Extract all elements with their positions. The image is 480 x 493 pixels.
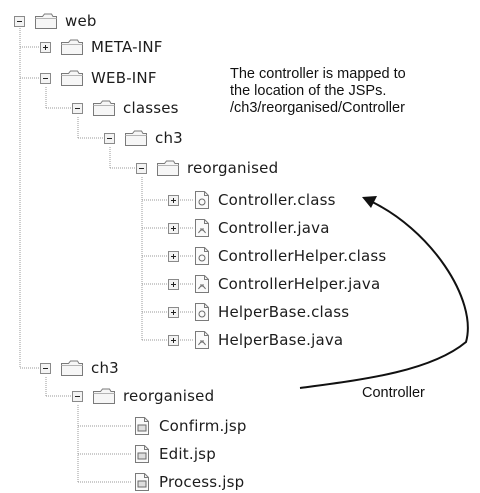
- tree-node-web-inf[interactable]: WEB-INF: [40, 67, 157, 89]
- expand-toggle[interactable]: [168, 334, 179, 346]
- tree-node-label: HelperBase.java: [218, 331, 344, 349]
- tree-node-label: Confirm.jsp: [159, 417, 247, 435]
- expand-toggle[interactable]: [168, 194, 179, 206]
- expand-toggle[interactable]: [168, 306, 179, 318]
- tree-node-web[interactable]: web: [14, 10, 97, 32]
- folder-icon: [60, 359, 84, 377]
- annotation-note: The controller is mapped to the location…: [230, 66, 406, 117]
- annotation-line: The controller is mapped to: [230, 66, 406, 82]
- expand-toggle[interactable]: [40, 41, 51, 53]
- collapse-toggle[interactable]: [72, 102, 83, 114]
- tree-node-reorganised-web[interactable]: reorganised: [72, 385, 214, 407]
- tree-node-ch3-classes[interactable]: ch3: [104, 127, 183, 149]
- java-file-icon: [193, 330, 211, 350]
- tree-node-label: HelperBase.class: [218, 303, 350, 321]
- folder-icon: [34, 12, 58, 30]
- folder-icon: [92, 99, 116, 117]
- jsp-file-icon: [132, 416, 152, 436]
- tree-node-meta-inf[interactable]: META-INF: [40, 36, 163, 58]
- tree-node-edit-jsp[interactable]: Edit.jsp: [132, 443, 216, 465]
- tree-node-label: ch3: [91, 359, 119, 377]
- class-file-icon: [193, 246, 211, 266]
- tree-node-controllerhelper-class[interactable]: ControllerHelper.class: [168, 245, 386, 267]
- collapse-toggle[interactable]: [40, 72, 51, 84]
- tree-node-reorganised-classes[interactable]: reorganised: [136, 157, 278, 179]
- tree-node-confirm-jsp[interactable]: Confirm.jsp: [132, 415, 247, 437]
- folder-icon: [124, 129, 148, 147]
- tree-node-label: ControllerHelper.class: [218, 247, 387, 265]
- expand-toggle[interactable]: [168, 250, 179, 262]
- tree-node-label: reorganised: [187, 159, 279, 177]
- tree-node-label: Process.jsp: [159, 473, 245, 491]
- expand-toggle[interactable]: [168, 278, 179, 290]
- collapse-toggle[interactable]: [40, 362, 51, 374]
- tree-node-label: classes: [123, 99, 179, 117]
- tree-node-label: Controller.class: [218, 191, 336, 209]
- expand-toggle[interactable]: [168, 222, 179, 234]
- tree-node-controllerhelper-java[interactable]: ControllerHelper.java: [168, 273, 380, 295]
- tree-node-process-jsp[interactable]: Process.jsp: [132, 471, 244, 493]
- java-file-icon: [193, 274, 211, 294]
- tree-node-classes[interactable]: classes: [72, 97, 179, 119]
- folder-icon: [60, 69, 84, 87]
- tree-node-label: reorganised: [123, 387, 215, 405]
- tree-node-helperbase-java[interactable]: HelperBase.java: [168, 329, 343, 351]
- tree-node-label: META-INF: [91, 38, 163, 56]
- folder-icon: [156, 159, 180, 177]
- collapse-toggle[interactable]: [136, 162, 147, 174]
- tree-node-controller-class[interactable]: Controller.class: [168, 189, 336, 211]
- arrow-label: Controller: [362, 385, 425, 401]
- tree-node-controller-java[interactable]: Controller.java: [168, 217, 330, 239]
- folder-icon: [92, 387, 116, 405]
- jsp-file-icon: [132, 444, 152, 464]
- tree-node-label: Edit.jsp: [159, 445, 216, 463]
- tree-node-label: ch3: [155, 129, 183, 147]
- collapse-toggle[interactable]: [14, 15, 25, 27]
- collapse-toggle[interactable]: [72, 390, 83, 402]
- jsp-file-icon: [132, 472, 152, 492]
- tree-node-label: web: [65, 12, 97, 30]
- java-file-icon: [193, 218, 211, 238]
- tree-node-label: WEB-INF: [91, 69, 157, 87]
- annotation-line: the location of the JSPs.: [230, 83, 387, 99]
- tree-node-label: ControllerHelper.java: [218, 275, 381, 293]
- folder-icon: [60, 38, 84, 56]
- annotation-line: /ch3/reorganised/Controller: [230, 100, 405, 116]
- tree-node-label: Controller.java: [218, 219, 330, 237]
- collapse-toggle[interactable]: [104, 132, 115, 144]
- class-file-icon: [193, 190, 211, 210]
- tree-node-ch3-web[interactable]: ch3: [40, 357, 119, 379]
- tree-node-helperbase-class[interactable]: HelperBase.class: [168, 301, 349, 323]
- class-file-icon: [193, 302, 211, 322]
